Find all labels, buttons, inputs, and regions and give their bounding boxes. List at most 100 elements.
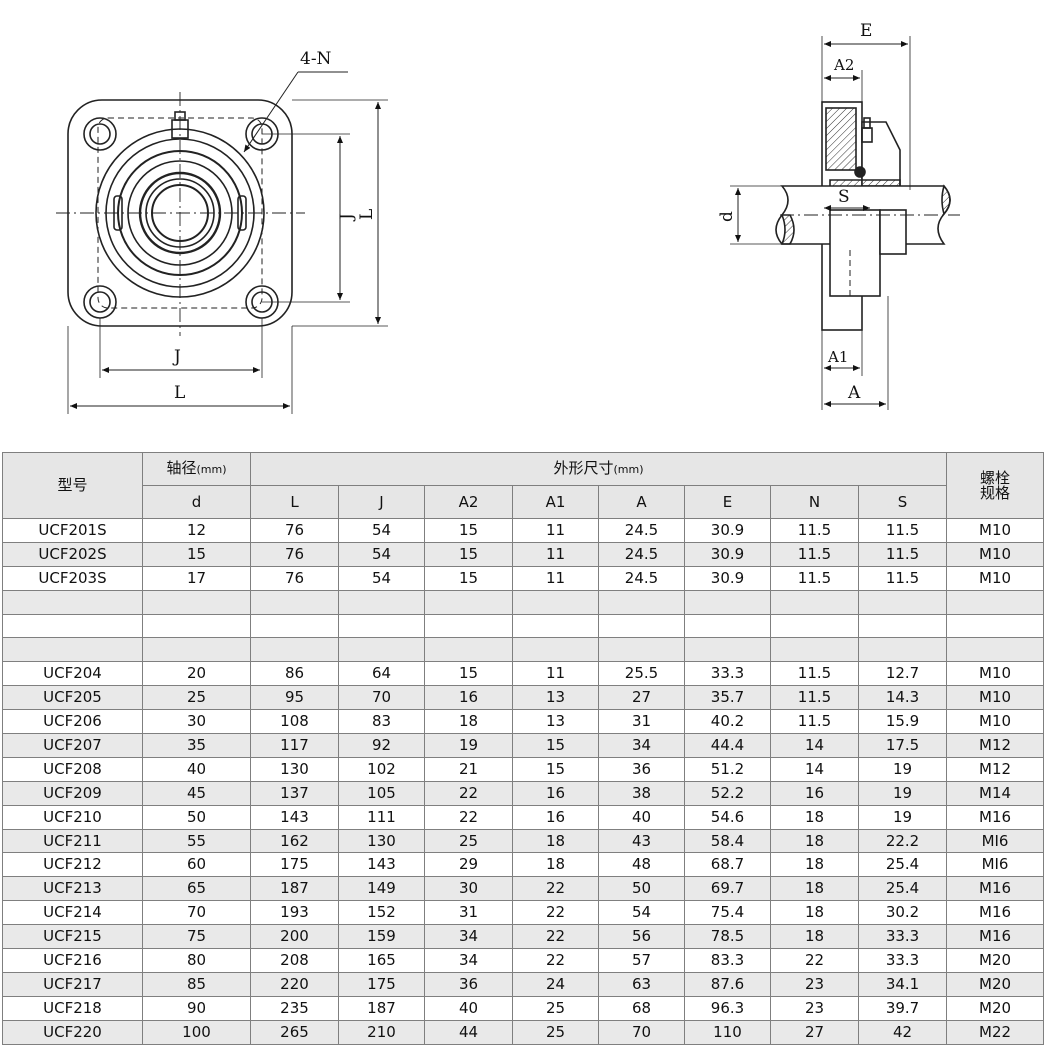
table-cell: 83.3 bbox=[684, 948, 771, 973]
table-cell: 36 bbox=[598, 756, 685, 782]
table-cell: 210 bbox=[338, 1019, 425, 1045]
table-cell: M16 bbox=[946, 900, 1045, 926]
table-cell: 15 bbox=[142, 541, 251, 567]
table-cell: 22 bbox=[512, 900, 599, 926]
table-cell: 50 bbox=[142, 804, 251, 830]
table-cell: 58.4 bbox=[684, 828, 771, 854]
table-cell: 27 bbox=[598, 685, 685, 711]
header-row-1: 型号 轴径(mm) 外形尺寸(mm) 螺栓规格 bbox=[2, 452, 1045, 519]
table-cell: M10 bbox=[946, 541, 1045, 567]
table-cell: M10 bbox=[946, 518, 1045, 543]
table-cell: 11.5 bbox=[857, 565, 948, 591]
table-cell: 30 bbox=[424, 876, 513, 902]
table-cell: 187 bbox=[250, 876, 339, 902]
table-cell bbox=[2, 637, 143, 663]
table-cell: 35 bbox=[142, 733, 251, 758]
table-cell: 54 bbox=[338, 541, 425, 567]
table-cell: M16 bbox=[946, 876, 1045, 902]
table-cell: UCF215 bbox=[2, 924, 143, 950]
table-cell: UCF207 bbox=[2, 733, 143, 758]
table-cell: 14.3 bbox=[857, 685, 948, 711]
table-cell: 11 bbox=[512, 661, 599, 687]
table-cell bbox=[598, 637, 685, 663]
table-cell: 16 bbox=[512, 804, 599, 830]
table-cell bbox=[142, 589, 251, 615]
table-cell: 23 bbox=[770, 995, 859, 1021]
table-cell bbox=[250, 637, 339, 663]
table-cell: 22 bbox=[512, 924, 599, 950]
table-cell: 51.2 bbox=[684, 756, 771, 782]
table-cell: 18 bbox=[770, 876, 859, 902]
table-cell: M16 bbox=[946, 804, 1045, 830]
table-cell: 30.9 bbox=[684, 518, 771, 543]
table-cell: 220 bbox=[250, 971, 339, 997]
table-cell bbox=[770, 637, 859, 663]
table-cell: 22 bbox=[424, 804, 513, 830]
table-cell: 18 bbox=[424, 709, 513, 735]
table-cell: 18 bbox=[770, 804, 859, 830]
table-row bbox=[2, 613, 1045, 639]
table-cell: 11.5 bbox=[857, 541, 948, 567]
table-cell: 130 bbox=[338, 828, 425, 854]
table-cell: 165 bbox=[338, 948, 425, 973]
table-cell: UCF218 bbox=[2, 995, 143, 1021]
col-a1: A1 bbox=[512, 485, 599, 519]
table-cell: 44 bbox=[424, 1019, 513, 1045]
table-cell: 33.3 bbox=[857, 948, 948, 973]
table-cell: 42 bbox=[857, 1019, 948, 1045]
table-cell: UCF220 bbox=[2, 1019, 143, 1045]
table-cell: 70 bbox=[142, 900, 251, 926]
table-cell: M22 bbox=[946, 1019, 1045, 1045]
table-cell bbox=[770, 589, 859, 615]
table-cell: 25 bbox=[512, 1019, 599, 1045]
table-cell: 34 bbox=[598, 733, 685, 758]
table-cell: 40.2 bbox=[684, 709, 771, 735]
table-cell: 235 bbox=[250, 995, 339, 1021]
col-a: A bbox=[598, 485, 685, 519]
side-view bbox=[730, 36, 960, 410]
table-cell: UCF201S bbox=[2, 518, 143, 543]
table-cell: M20 bbox=[946, 948, 1045, 973]
table-cell: 55 bbox=[142, 828, 251, 854]
table-cell bbox=[250, 613, 339, 639]
table-cell bbox=[424, 589, 513, 615]
label-s: S bbox=[838, 187, 850, 207]
table-cell: 34.1 bbox=[857, 971, 948, 997]
table-cell: 25.4 bbox=[857, 876, 948, 902]
table-cell: 111 bbox=[338, 804, 425, 830]
table-cell: 137 bbox=[250, 780, 339, 806]
table-cell: 15 bbox=[512, 756, 599, 782]
table-cell: 70 bbox=[598, 1019, 685, 1045]
table-cell: 34 bbox=[424, 924, 513, 950]
table-cell: 35.7 bbox=[684, 685, 771, 711]
table-cell: 11 bbox=[512, 565, 599, 591]
table-cell: 24.5 bbox=[598, 541, 685, 567]
table-cell: 83 bbox=[338, 709, 425, 735]
table-cell: 14 bbox=[770, 733, 859, 758]
table-cell bbox=[857, 589, 948, 615]
header-shaft-unit: (mm) bbox=[196, 463, 227, 476]
header-bolt-line1: 螺栓 bbox=[980, 468, 1011, 487]
table-cell bbox=[338, 613, 425, 639]
table-cell: 12.7 bbox=[857, 661, 948, 687]
table-cell: M14 bbox=[946, 780, 1045, 806]
table-cell: 30.9 bbox=[684, 541, 771, 567]
spec-table: 型号 轴径(mm) 外形尺寸(mm) 螺栓规格 d L J A2 A1 A E … bbox=[2, 452, 1045, 1045]
table-cell: UCF204 bbox=[2, 661, 143, 687]
table-cell: M10 bbox=[946, 565, 1045, 591]
table-row bbox=[2, 589, 1045, 615]
table-cell: 105 bbox=[338, 780, 425, 806]
table-cell: 39.7 bbox=[857, 995, 948, 1021]
table-cell: 64 bbox=[338, 661, 425, 687]
table-cell: 15.9 bbox=[857, 709, 948, 735]
table-cell: 16 bbox=[512, 780, 599, 806]
table-cell: 69.7 bbox=[684, 876, 771, 902]
table-cell: 60 bbox=[142, 852, 251, 878]
